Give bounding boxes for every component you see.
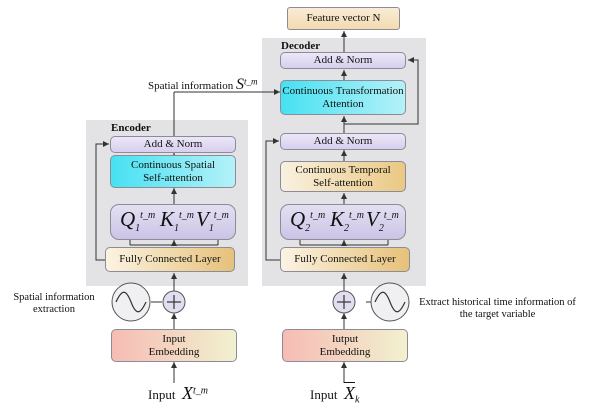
decoder-add-norm-mid-label: Add & Norm — [313, 135, 373, 148]
encoder-positional-encoding — [111, 282, 186, 322]
decoder-transform-line2: Attention — [322, 97, 364, 110]
decoder-add-norm-top-label: Add & Norm — [313, 54, 373, 67]
encoder-add-norm-label: Add & Norm — [143, 138, 203, 151]
decoder-positional-encoding — [332, 282, 410, 322]
encoder-input-embedding: Input Embedding — [111, 329, 237, 362]
encoder-fc-layer: Fully Connected Layer — [105, 247, 235, 272]
decoder-temporal-line1: Continuous Temporal — [295, 164, 391, 177]
encoder-v: V1t_m — [196, 207, 229, 235]
decoder-qkv-block — [280, 204, 406, 240]
encoder-attention-line2: Self-attention — [143, 171, 203, 184]
decoder-temporal-line2: Self-attention — [313, 176, 373, 189]
decoder-side-label-line1: Extract historical time information of — [419, 297, 576, 308]
encoder-title: Encoder — [111, 122, 151, 134]
decoder-side-label: Extract historical time information of t… — [410, 297, 585, 321]
encoder-attention-line1: Continuous Spatial — [130, 159, 216, 172]
encoder-side-label-line2: extraction — [33, 304, 75, 316]
decoder-temporal-attention: Continuous Temporal Self-attention — [280, 161, 406, 192]
decoder-k: K2t_m — [330, 207, 365, 235]
decoder-input-label: Input Xk — [310, 383, 360, 406]
encoder-input-label: Input Xt_m — [148, 383, 208, 403]
encoder-fc-label: Fully Connected Layer — [119, 253, 221, 266]
decoder-add-norm-mid: Add & Norm — [280, 133, 406, 150]
feature-vector-box: Feature vector N — [287, 7, 400, 30]
decoder-side-label-line2: the target variable — [459, 309, 536, 321]
encoder-side-label: Spatial information extraction — [4, 292, 104, 316]
decoder-v: V2t_m — [366, 207, 399, 235]
encoder-spatial-attention: Continuous Spatial Self-attention — [110, 155, 236, 188]
feature-vector-label: Feature vector N — [306, 12, 381, 25]
decoder-transform-line1: Continuous Transformation — [282, 85, 404, 98]
encoder-add-norm: Add & Norm — [110, 136, 236, 153]
encoder-side-label-line1: Spatial information — [13, 292, 95, 303]
decoder-add-norm-top: Add & Norm — [280, 52, 406, 69]
encoder-q: Q1t_m — [120, 207, 156, 235]
encoder-embedding-line2: Embedding — [148, 345, 200, 358]
decoder-embedding-line1: Iutput — [331, 333, 359, 346]
decoder-embedding-line2: Embedding — [319, 345, 371, 358]
decoder-fc-layer: Fully Connected Layer — [280, 247, 410, 272]
encoder-k: K1t_m — [160, 207, 195, 235]
encoder-qkv-block — [110, 204, 236, 240]
spatial-information-label: Spatial information St_m — [148, 76, 258, 93]
decoder-input-embedding: Iutput Embedding — [282, 329, 408, 362]
decoder-q: Q2t_m — [290, 207, 326, 235]
decoder-title: Decoder — [281, 40, 321, 52]
encoder-embedding-line1: Input — [162, 333, 186, 346]
decoder-fc-label: Fully Connected Layer — [294, 253, 396, 266]
decoder-transformation-attention: Continuous Transformation Attention — [280, 80, 406, 115]
